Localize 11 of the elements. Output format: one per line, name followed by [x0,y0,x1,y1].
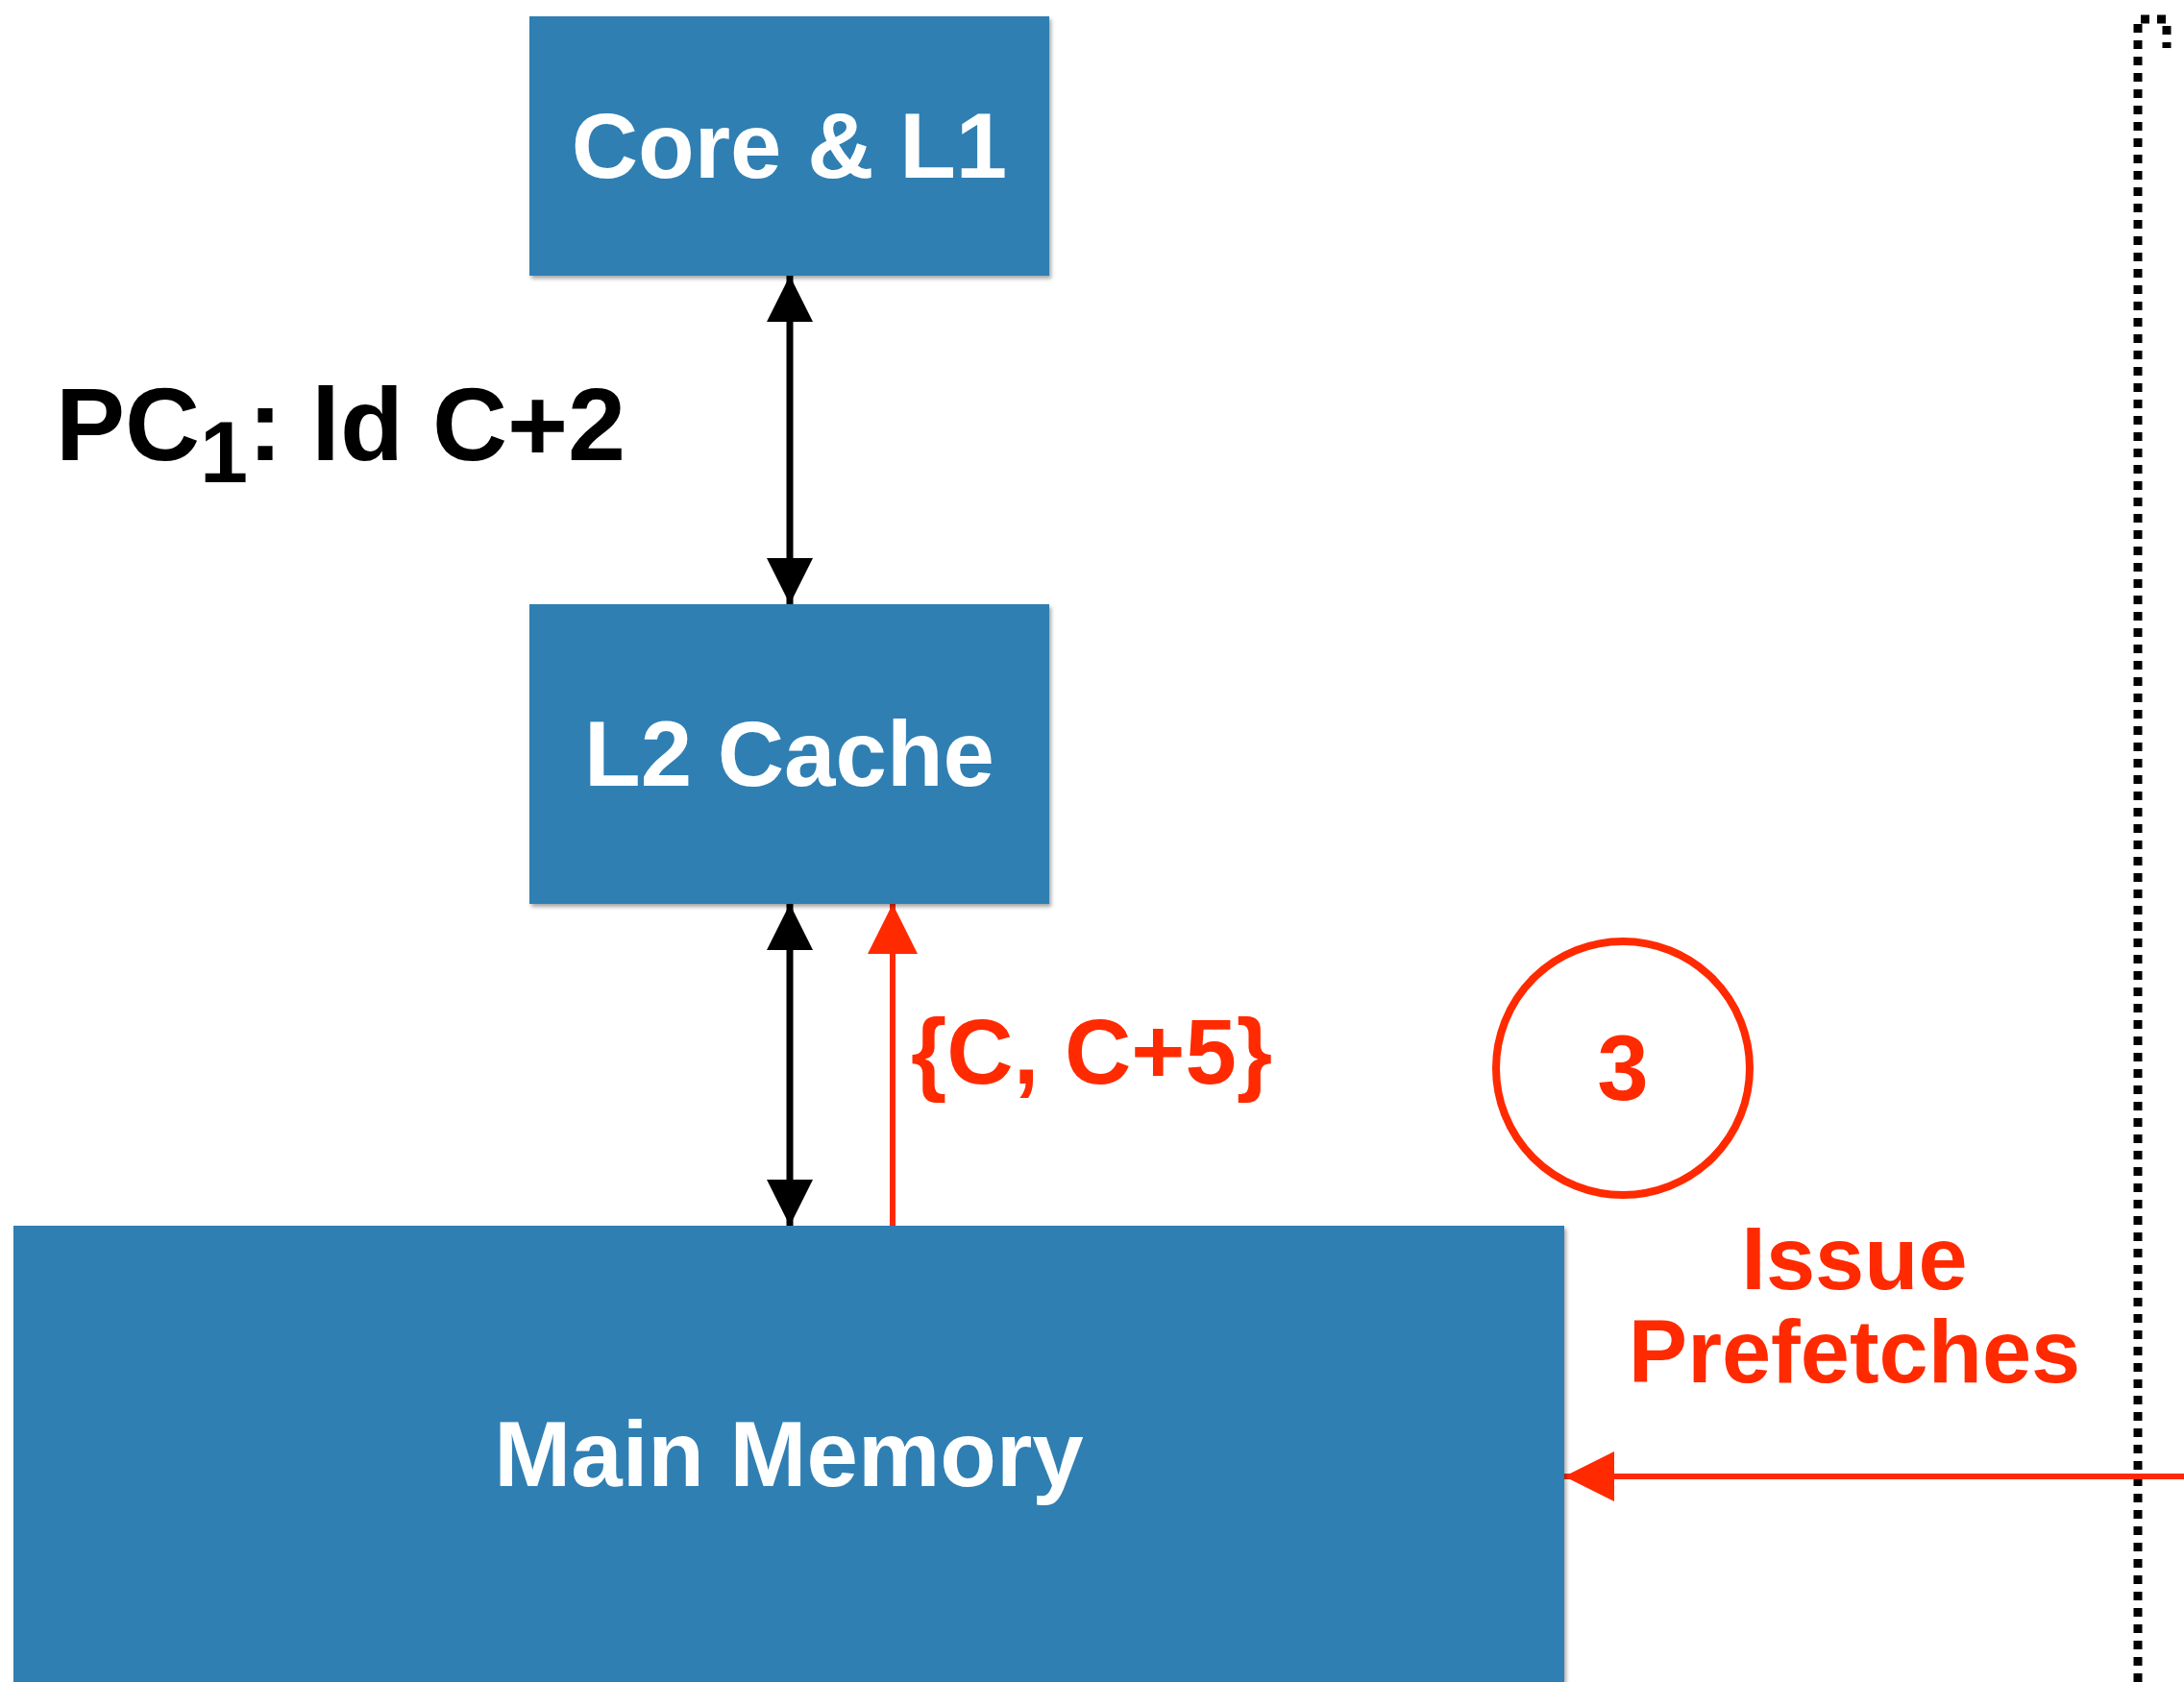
box-label: L2 Cache [584,701,994,807]
arrow [767,276,813,604]
box-label: Core & L1 [571,93,1008,199]
callout-number: 3 [1492,938,1754,1199]
arrow [767,904,813,1226]
arrow [868,904,918,1226]
box-label: Main Memory [494,1401,1084,1507]
process-box [529,16,1049,276]
process-box [13,1226,1564,1682]
arrow [1564,1451,2184,1501]
process-box [529,604,1049,904]
